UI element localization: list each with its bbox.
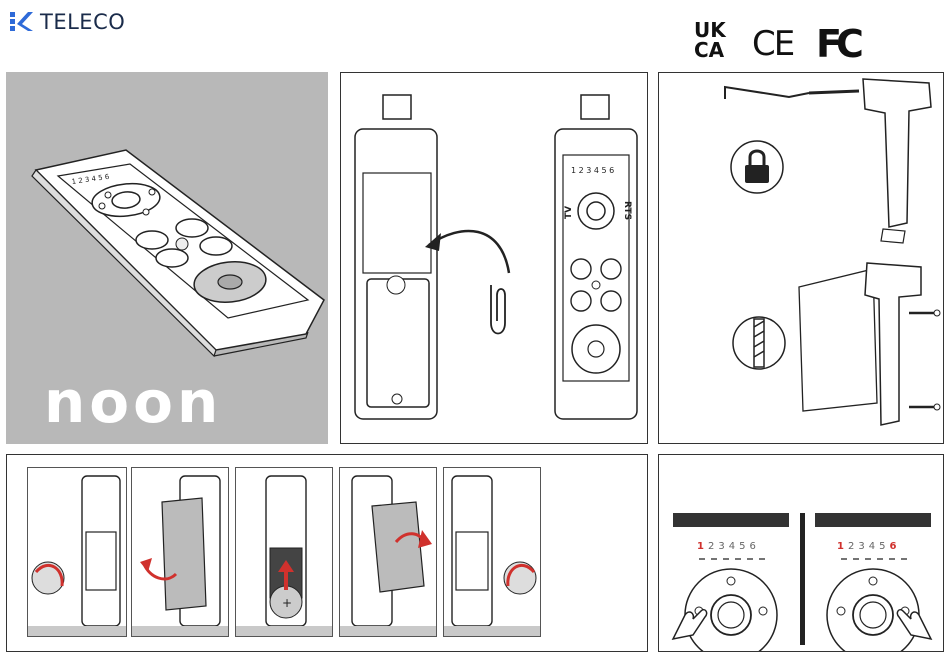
wall-mount-panel [658, 72, 944, 444]
battery-step-5 [443, 467, 541, 637]
battery-step-2 [131, 467, 229, 637]
wall-mount-illustration [659, 73, 943, 443]
lock-icon [745, 165, 769, 183]
tv-label: TV [564, 206, 574, 219]
fcc-mark: FC [816, 22, 858, 66]
battery-cover-illustration: 1 2 3 4 5 6 TV RTS [341, 73, 647, 443]
front-remote-channels: 1 2 3 4 5 6 [571, 166, 614, 175]
battery-step-4 [339, 467, 437, 637]
battery-step-1 [27, 467, 127, 637]
cover-panel: 1 2 3 4 5 6 noon [6, 72, 328, 444]
rts-label: RTS [622, 201, 632, 220]
product-name: noon [44, 368, 222, 436]
battery-cover-panel: 1 2 3 4 5 6 TV RTS [340, 72, 648, 444]
battery-step-3: + [235, 467, 333, 637]
brand-name: TELECO [40, 10, 125, 34]
certification-marks: UK CA CE FC [694, 20, 879, 66]
ce-mark: CE [752, 24, 793, 64]
battery-replace-panel: + [6, 454, 648, 652]
channel-select-panel: 1 2 3 4 5 6 1 2 3 4 5 6 [658, 454, 944, 652]
ukca-mark: UK CA [694, 20, 738, 60]
svg-text:+: + [282, 596, 292, 610]
channel-dials-illustration [659, 455, 943, 651]
brand-logo: TELECO [8, 8, 148, 38]
teleco-logo-icon [8, 8, 36, 36]
